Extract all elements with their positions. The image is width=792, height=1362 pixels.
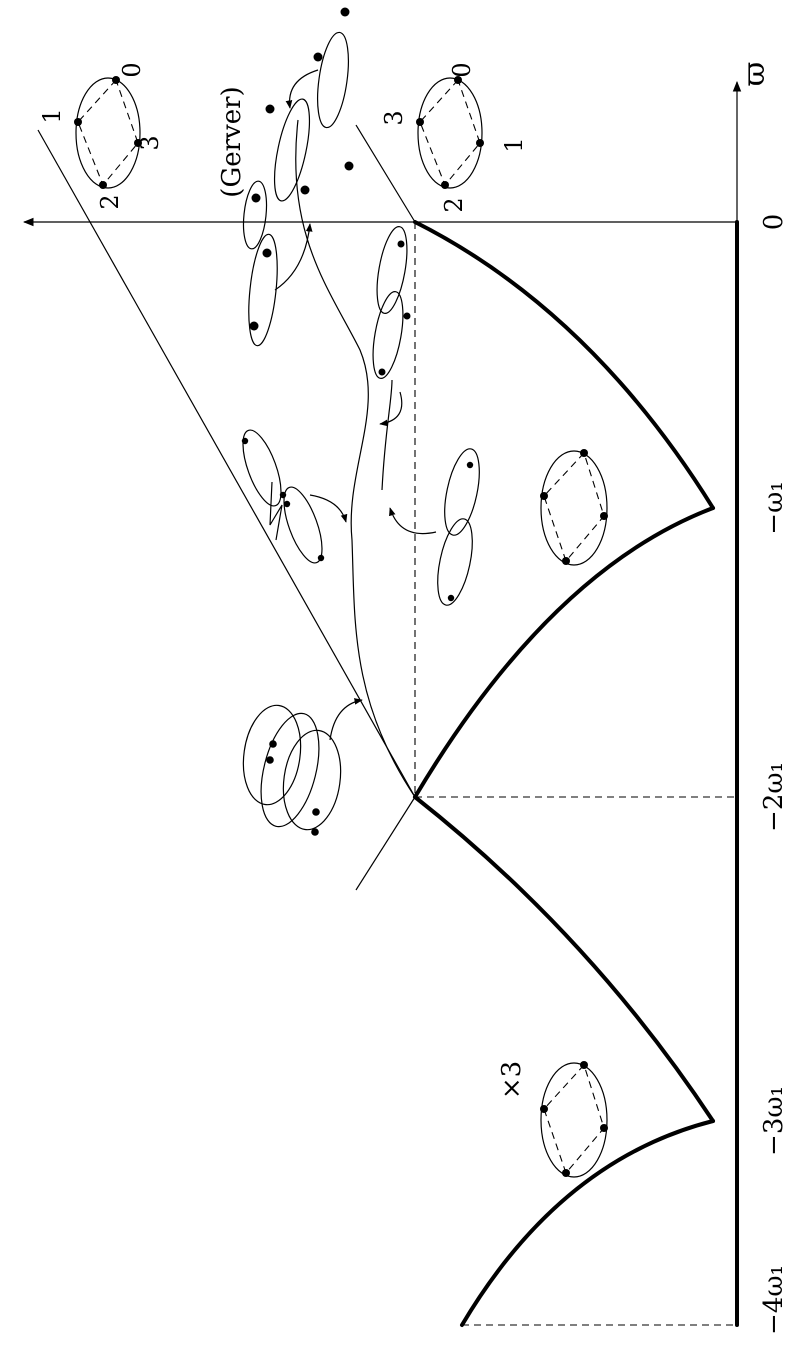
diagonal-line-short (355, 124, 416, 223)
tick-label-3omega1: −3ω₁ (759, 1086, 789, 1156)
arrow-right-middle (389, 507, 437, 535)
orbit-right-middle (437, 448, 480, 606)
arrow-gerver (285, 69, 319, 109)
curve-3omega1-to-4omega1 (460, 1119, 715, 1327)
arrow-left-upper (274, 223, 313, 291)
chain-left-label-2: 2 (96, 194, 124, 209)
curve-2omega1-to-3omega1 (413, 795, 715, 1123)
orbit-left-upper (242, 180, 278, 347)
chain-left-label-3: 3 (136, 135, 164, 150)
curve-0-to-omega1 (413, 220, 715, 510)
arrow-left-middle (309, 494, 348, 523)
chain-right-label-2: 2 (440, 197, 468, 212)
times-three-label: ×3 (497, 1061, 527, 1099)
axis-label-varpi: ϖ (737, 62, 772, 86)
diagonal-line-long (37, 129, 416, 798)
family-curve-lower (381, 379, 393, 491)
tick-label-omega1: −ω₁ (759, 481, 789, 534)
tick-label-2omega1: −2ω₁ (759, 762, 789, 832)
orbit-near-2omega (242, 704, 342, 836)
gerver-label: (Gerver) (217, 86, 247, 197)
chain-right-label-3: 3 (380, 110, 408, 125)
oval-chain-left (74, 76, 142, 189)
diagonal-line-extension (355, 796, 416, 891)
arrow-near-2omega (329, 698, 363, 741)
tick-label-4omega1: −4ω₁ (759, 1265, 789, 1335)
orbit-right-upper (372, 226, 411, 379)
oval-chain-right (416, 76, 484, 189)
chain-right-label-1: 1 (500, 137, 528, 152)
curve-omega1-to-2omega1 (413, 506, 715, 799)
oval-omega1 (540, 449, 608, 566)
arrow-right-upper (379, 391, 403, 427)
chain-right-label-0: 0 (448, 62, 476, 77)
family-curve-upper (295, 119, 416, 798)
tick-label-0: 0 (759, 214, 789, 231)
chain-left-label-1: 1 (38, 108, 66, 123)
oval-3omega1 (540, 1061, 608, 1178)
chain-left-label-0: 0 (118, 62, 146, 77)
orbit-gerver-top (265, 7, 354, 202)
orbit-left-middle (241, 429, 325, 564)
